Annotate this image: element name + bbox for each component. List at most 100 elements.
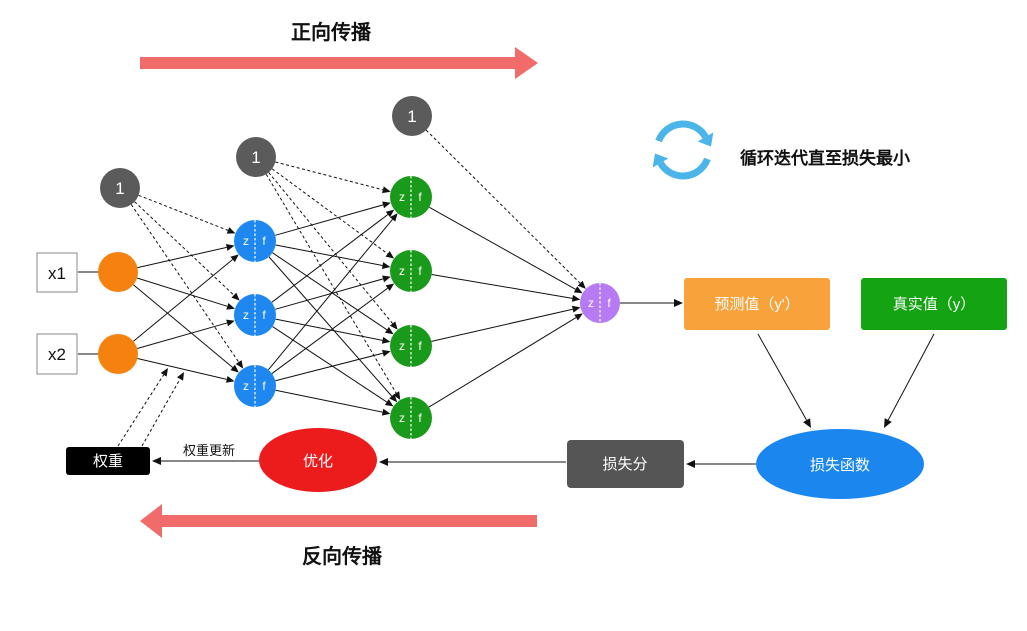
- input-label: x1: [48, 264, 66, 283]
- edge-i2-to-h1: [133, 254, 239, 342]
- edge-i2-to-h3: [137, 358, 235, 383]
- edge-g4-to-o-arrowhead: [574, 313, 583, 321]
- edge-b1-to-h3-line: [130, 204, 240, 363]
- neuron-circle: [390, 397, 432, 439]
- bias-node-layer-2: 1: [236, 137, 276, 177]
- predicted-value-label: 预测值（y'）: [714, 296, 799, 313]
- connections: [78, 129, 935, 468]
- edge-i1-to-h3-line: [133, 284, 234, 368]
- edge-b2-to-g2-line: [271, 168, 388, 255]
- weights-rect: [66, 447, 150, 475]
- neuron-z-label: z: [243, 379, 249, 393]
- loss-function-label: 损失函数: [810, 457, 870, 474]
- edge-h3-to-g3: [275, 349, 391, 382]
- predicted-value-rect: [684, 278, 830, 330]
- edge-g1-to-o-arrowhead: [573, 286, 583, 294]
- neuron-z-label: z: [399, 264, 405, 278]
- loop-arc-bottom: [657, 157, 711, 180]
- neuron-circle: [234, 294, 276, 336]
- edge-h2-to-g3-line: [275, 318, 383, 341]
- edge-b2-to-g2: [271, 168, 395, 259]
- edge-i2-to-h1-arrowhead: [230, 254, 239, 263]
- neuron-f-label: f: [262, 379, 266, 393]
- neuron-f-label: f: [418, 339, 422, 353]
- edge-i2-to-h3-arrowhead: [225, 375, 235, 383]
- bias-circle: [100, 168, 140, 208]
- loss-function-shape: [756, 429, 924, 499]
- loop-arrowhead-top: [697, 132, 714, 147]
- edge-predicted-to-loss-function-arrowhead: [803, 418, 811, 428]
- edge-h3-to-g4-line: [275, 389, 383, 413]
- neuron-f-label: f: [418, 264, 422, 278]
- edge-i1-to-h2-line: [136, 277, 228, 307]
- edge-output-to-predicted: [620, 299, 683, 307]
- backward-propagation-title: 反向传播: [302, 544, 383, 568]
- neuron-circle: [234, 220, 276, 262]
- edge-b1-to-h2-arrowhead: [231, 292, 240, 301]
- neuron-f-label: f: [262, 308, 266, 322]
- weight-update-dashed-arrow-2-line: [141, 378, 181, 447]
- neuron-circle: [234, 365, 276, 407]
- neuron-f-label: f: [418, 411, 422, 425]
- edge-b2-to-g3: [268, 172, 398, 330]
- edge-g3-to-o-arrowhead: [571, 305, 581, 313]
- edge-h2-to-g1: [271, 209, 395, 303]
- neuron-z-label: z: [399, 411, 405, 425]
- edge-i1-to-h1: [137, 243, 235, 269]
- edge-h3-to-g1-line: [267, 219, 393, 371]
- hidden-layer-2-neuron-1: z f: [390, 176, 432, 218]
- edge-i1-to-h1-line: [137, 246, 227, 269]
- edge-g3-to-o: [431, 305, 581, 342]
- weights-box: 权重: [66, 447, 150, 475]
- edge-b2-to-g1: [275, 161, 391, 194]
- backward-propagation-arrow-icon: [140, 504, 537, 538]
- weight-update-dashed-arrow-1: [117, 368, 168, 447]
- edge-i1-to-h3: [133, 284, 239, 373]
- loss-function-ellipse: 损失函数: [756, 429, 924, 499]
- weight-update-dashed-arrow-1-arrowhead: [160, 368, 168, 377]
- edge-h1-to-g4-arrowhead: [389, 393, 398, 403]
- edge-g4-to-o-line: [428, 317, 577, 408]
- edge-b2-to-g2-arrowhead: [385, 250, 395, 259]
- edge-i1-to-h2-arrowhead: [226, 302, 235, 310]
- edge-loss-score-to-optimize-arrowhead: [379, 458, 388, 466]
- loop-arrowhead-bottom: [652, 153, 669, 168]
- output-neuron: z f: [580, 283, 620, 323]
- input-node-1: [98, 252, 138, 292]
- edge-i2-to-h2-arrowhead: [226, 319, 235, 327]
- edge-h3-to-g2-line: [271, 287, 388, 374]
- input-box: [36, 333, 78, 375]
- edge-h1-to-g2: [275, 244, 391, 269]
- edge-predicted-to-loss-function: [757, 333, 811, 428]
- edge-g2-to-o-line: [431, 274, 573, 299]
- optimize-ellipse: 优化: [259, 428, 377, 492]
- actual-value-box: 真实值（y）: [861, 278, 1007, 330]
- edge-b1-to-h1-arrowhead: [226, 227, 236, 234]
- hidden-layer-2-neuron-3: z f: [390, 325, 432, 367]
- loop-cycle-icon: [652, 120, 714, 180]
- neuron-f-label: f: [418, 190, 422, 204]
- input-box: [36, 252, 78, 293]
- edge-b1-to-h2: [134, 201, 240, 301]
- edge-h1-to-g1: [275, 201, 391, 236]
- edge-h1-to-g4: [268, 256, 398, 403]
- weights-label: 权重: [93, 453, 123, 470]
- edge-g1-to-o: [429, 206, 583, 294]
- neuron-z-label: z: [588, 296, 594, 310]
- bias-label: 1: [251, 148, 260, 167]
- hidden-layer-2-neuron-2: z f: [390, 250, 432, 292]
- neuron-circle: [390, 250, 432, 292]
- edge-optimize-to-weights-arrowhead: [152, 457, 161, 465]
- bias-label: 1: [115, 179, 124, 198]
- neuron-z-label: z: [399, 190, 405, 204]
- weight-update-label: 权重更新: [183, 443, 235, 458]
- edge-h2-to-g4-line: [272, 326, 388, 403]
- edge-h2-to-g1-line: [271, 214, 389, 303]
- loop-arc-top: [655, 120, 709, 143]
- bias-node-layer-3: 1: [392, 96, 432, 136]
- input-node-2: [98, 334, 138, 374]
- optimize-shape: [259, 428, 377, 492]
- actual-value-label: 真实值（y）: [893, 295, 976, 313]
- loss-score-rect: [567, 440, 684, 488]
- edge-h2-to-g1-arrowhead: [385, 209, 395, 218]
